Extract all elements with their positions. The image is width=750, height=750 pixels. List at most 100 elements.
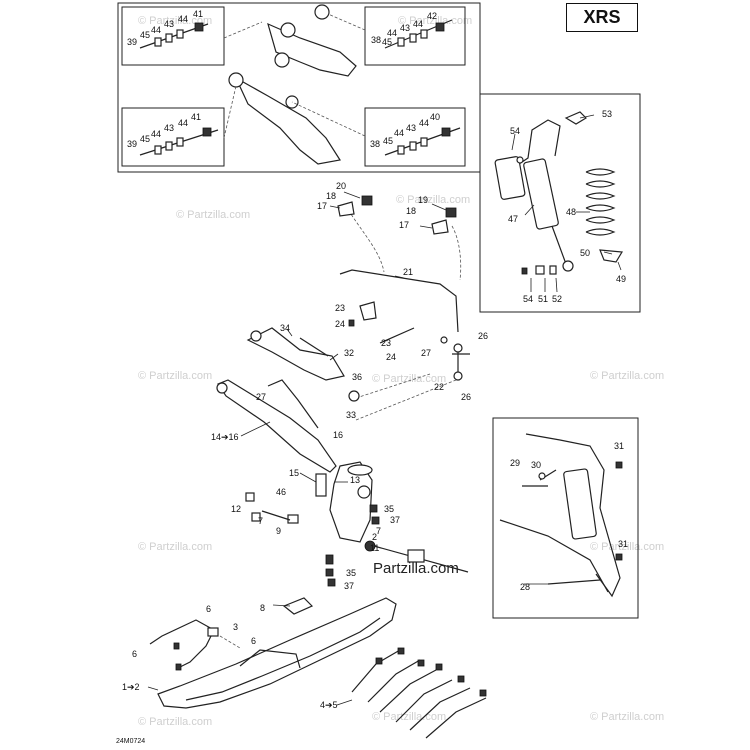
callout-label: 39 [127, 37, 137, 47]
inset-frame [492, 417, 639, 619]
callout-label: 54 [523, 294, 533, 304]
watermark: © Partzilla.com [138, 15, 212, 27]
callout-label: 11 [370, 543, 379, 553]
callout-label: 45 [383, 136, 393, 146]
callout-label: 21 [403, 267, 413, 277]
watermark: © Partzilla.com [590, 541, 664, 553]
watermark: © Partzilla.com [372, 373, 446, 385]
callout-label: 28 [520, 582, 530, 592]
hardware-stack [139, 127, 219, 156]
callout-label: 17 [399, 220, 409, 230]
callout-label: 43 [164, 123, 174, 133]
watermark: © Partzilla.com [176, 209, 250, 221]
sub-box-upper-left [121, 6, 225, 66]
callout-label: 15 [289, 468, 299, 478]
callout-label: 41 [193, 9, 203, 19]
hardware-stack [384, 19, 453, 49]
callout-label: 43 [400, 23, 410, 33]
callout-label: 44 [394, 128, 404, 138]
callout-label: 44 [151, 129, 161, 139]
callout-label: 52 [552, 294, 562, 304]
callout-label: 1➔2 [122, 682, 140, 692]
callout-label: 17 [317, 201, 327, 211]
callout-label: 43 [164, 19, 174, 29]
inset-shock [479, 93, 641, 313]
callout-label: 26 [478, 331, 488, 341]
callout-label: 19 [418, 195, 428, 205]
spring-adjuster [599, 249, 624, 263]
callout-label: 23 [335, 303, 345, 313]
lower-arm [499, 519, 609, 593]
ski-handle [149, 619, 215, 669]
callout-label: 3 [233, 622, 238, 632]
reservoir [494, 156, 526, 200]
callout-label: 26 [461, 392, 471, 402]
callout-label: 2 [372, 532, 377, 542]
main-assembly [149, 195, 487, 739]
watermark: © Partzilla.com [590, 711, 664, 723]
callout-label: 39 [127, 139, 137, 149]
shock-shaft [551, 225, 567, 265]
callout-label: 24 [335, 319, 345, 329]
sway-bar [339, 269, 459, 333]
retaining-clip [564, 111, 587, 125]
inset-rear-shock-view [492, 417, 639, 619]
inset-frame [117, 2, 481, 173]
callout-label: 29 [510, 458, 520, 468]
sub-box-upper-right [364, 6, 466, 66]
callout-label: 44 [178, 14, 188, 24]
watermark: © Partzilla.com [138, 541, 212, 553]
callout-label: 31 [614, 441, 624, 451]
callout-label: 47 [508, 214, 518, 224]
hardware-stack [139, 22, 209, 49]
callout-label: 4➔5 [320, 700, 338, 710]
watermark: © Partzilla.com [372, 711, 446, 723]
model-badge: XRS [566, 3, 638, 32]
callout-label: 54 [510, 126, 520, 136]
callout-label: 43 [406, 123, 416, 133]
ball-joint [315, 473, 327, 497]
lower-a-arm-outline [228, 72, 341, 165]
watermark-layer: © Partzilla.com © Partzilla.com © Partzi… [138, 15, 664, 728]
coil-spring [585, 168, 616, 236]
inset-a-arm-hardware [117, 2, 481, 173]
callout-label: 13 [350, 475, 360, 485]
callout-label: 40 [430, 112, 440, 122]
upper-a-arm [246, 327, 345, 381]
ski-saddle [239, 649, 301, 669]
ski [157, 597, 397, 709]
watermark: © Partzilla.com [396, 194, 470, 206]
callout-label: 35 [346, 568, 356, 578]
inset-frame [479, 93, 641, 313]
callout-label: 18 [326, 191, 336, 201]
callout-label: 31 [618, 539, 628, 549]
callout-label: 8 [260, 603, 265, 613]
watermark: © Partzilla.com [590, 370, 664, 382]
callout-label: 20 [336, 181, 346, 191]
callout-label: 6 [251, 636, 256, 646]
callout-label: 44 [387, 28, 397, 38]
callout-label: 22 [434, 382, 444, 392]
callout-label: 16 [333, 430, 343, 440]
callout-label: 38 [371, 35, 381, 45]
frame-rail [525, 433, 621, 598]
callout-label: 24 [386, 352, 396, 362]
callout-label: 44 [178, 118, 188, 128]
callout-label: 38 [370, 139, 380, 149]
drawing-code: 24M0724 [116, 738, 146, 745]
callout-label: 36 [352, 372, 362, 382]
shock-body [523, 158, 559, 230]
callout-label: 7 [258, 516, 263, 526]
shock-body [563, 468, 597, 540]
sub-box-lower-right [364, 107, 466, 167]
callout-label: 9 [276, 526, 281, 536]
callout-label: 45 [140, 134, 150, 144]
upper-a-arm-outline [267, 4, 357, 77]
leader-lines [147, 114, 622, 706]
callout-label: 41 [191, 112, 201, 122]
callout-labels: 39 45 44 43 44 41 42 44 43 44 45 38 39 4… [122, 9, 628, 710]
ski-wear-pad [282, 597, 314, 615]
callout-label: 45 [382, 37, 392, 47]
